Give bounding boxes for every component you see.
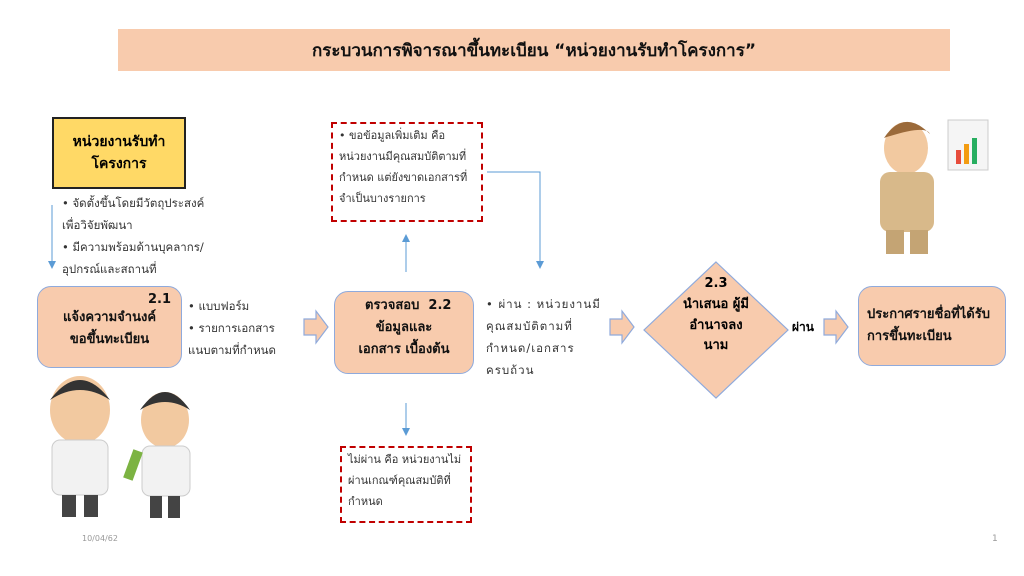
more-info-box: • ขอข้อมูลเพิ่มเติม คือ หน่วยงานมีคุณสมบ…	[331, 122, 483, 222]
officer-illustration	[880, 119, 989, 254]
step1-notes: • แบบฟอร์ม • รายการเอกสาร แนบตามที่กำหนด	[188, 296, 303, 362]
step-2-2-box: ตรวจสอบ 2.2 ข้อมูลและเอกสาร เบื้องต้น	[334, 291, 474, 374]
note-line: คุณสมบัติตามที่	[486, 318, 573, 333]
note-line: กำหนด/เอกสาร	[486, 340, 575, 355]
step-label: ตรวจสอบ	[365, 298, 420, 313]
note-line: • มีความพร้อมด้านบุคลากร/	[62, 239, 204, 254]
final-box: ประกาศรายชื่อที่ได้รับการขึ้นทะเบียน	[858, 286, 1006, 366]
step-number: 2.1	[147, 292, 171, 307]
pass-label: ผ่าน	[792, 320, 814, 334]
note-line: อุปกรณ์และสถานที่	[62, 261, 157, 276]
note-line: ครบถ้วน	[486, 362, 535, 377]
footer-date: 10/04/62	[82, 534, 118, 543]
unit-notes: • จัดตั้งขึ้นโดยมีวัตถุประสงค์ เพื่อวิจั…	[62, 193, 242, 280]
step-number: 2.2	[428, 298, 452, 313]
step-2-1-box: 2.1 แจ้งความจำนงค์ ขอขึ้นทะเบียน	[37, 286, 182, 368]
note-line: • แบบฟอร์ม	[188, 299, 250, 313]
note-line: เพื่อวิจัยพัฒนา	[62, 217, 133, 232]
step2-notes: • ผ่าน : หน่วยงานมี คุณสมบัติตามที่ กำหน…	[486, 294, 606, 381]
step-number: 2.3	[704, 276, 728, 291]
fail-box: ไม่ผ่าน คือ หน่วยงานไม่ผ่านเกณฑ์คุณสมบัต…	[340, 446, 472, 523]
block-arrow-3	[823, 309, 849, 345]
page-number: 1	[992, 534, 998, 544]
block-arrow-1	[303, 309, 329, 345]
step-2-3-label: 2.3 นำเสนอ ผู้มีอำนาจลงนาม	[680, 274, 752, 357]
block-arrow-2	[609, 309, 635, 345]
slide-title: กระบวนการพิจารณาขึ้นทะเบียน “หน่วยงานรับ…	[118, 29, 950, 71]
note-line: • ผ่าน : หน่วยงานมี	[486, 297, 601, 311]
note-line: • รายการเอกสาร	[188, 320, 275, 335]
scientist-illustration	[50, 376, 191, 518]
note-line: แนบตามที่กำหนด	[188, 342, 276, 357]
step-label: นำเสนอ ผู้มีอำนาจลงนาม	[683, 296, 749, 354]
step-label-2: ข้อมูลและเอกสาร เบื้องต้น	[358, 320, 450, 358]
arrow-return	[487, 171, 544, 269]
step-label-1: ตรวจสอบ 2.2	[335, 295, 473, 317]
decision-diamond	[643, 261, 789, 399]
unit-box: หน่วยงานรับทำโครงการ	[52, 117, 186, 189]
note-line: • จัดตั้งขึ้นโดยมีวัตถุประสงค์	[62, 196, 205, 210]
step-label: แจ้งความจำนงค์ ขอขึ้นทะเบียน	[62, 310, 157, 348]
